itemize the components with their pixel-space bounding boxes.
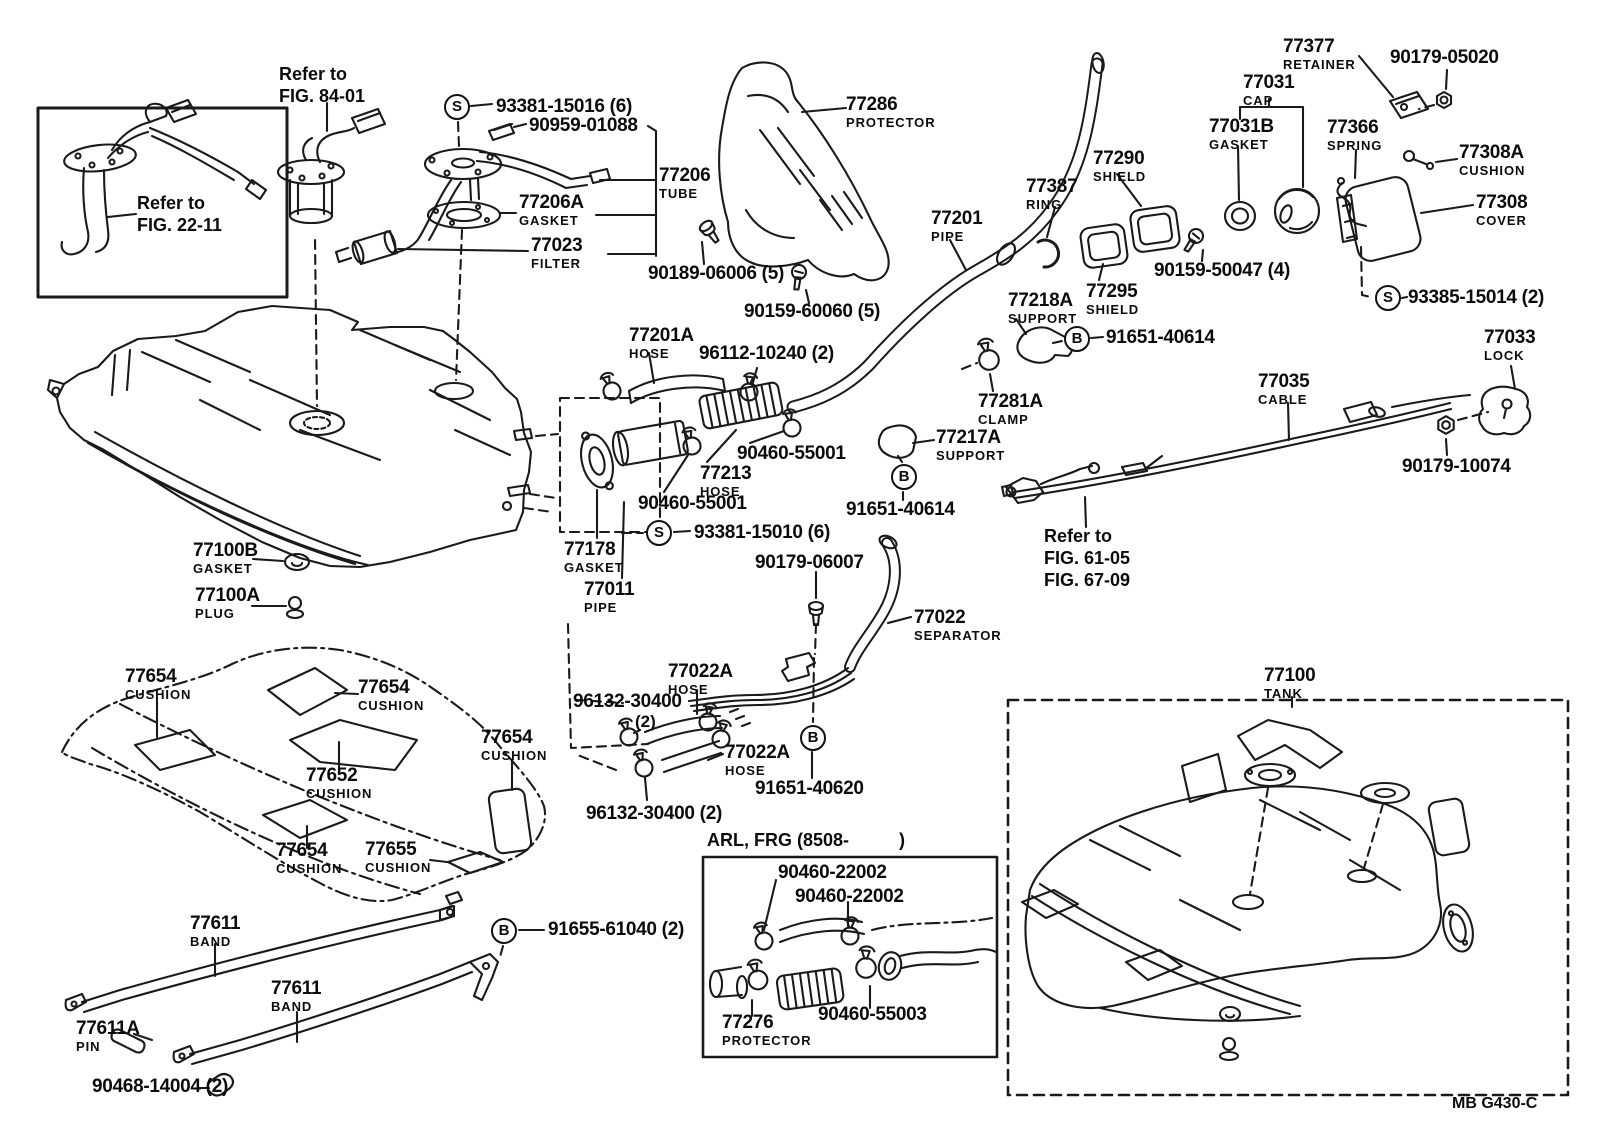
label-90468-14004: 90468-14004 (2) — [92, 1076, 228, 1097]
arl-frg-header: ARL, FRG (8508- ) — [707, 830, 906, 850]
breather-hoses-art — [568, 624, 736, 800]
label-91651-40614-b: 91651-40614 — [846, 499, 955, 520]
fastener-badge-b-91651-40614-2: B — [891, 464, 917, 490]
label-93385-15014: 93385-15014 (2) — [1408, 287, 1544, 308]
arl-inset-art — [703, 857, 997, 1057]
filler-pipe-art — [793, 52, 1207, 407]
cushion-panel-art — [62, 648, 545, 901]
label-93381-15016: 93381-15016 (6) — [496, 96, 632, 117]
fuel-filter-art — [336, 104, 656, 380]
footer-code: MB G430-C — [1452, 1095, 1538, 1112]
label-90159-60060: 90159-60060 (5) — [744, 301, 880, 322]
fuel-pump-art — [278, 103, 385, 406]
label-96132-30400-a: 96132-30400(2) — [573, 691, 682, 732]
label-90179-05020: 90179-05020 — [1390, 47, 1499, 68]
tank-inset-art — [1008, 697, 1568, 1095]
fastener-badge-s-93381-15016: S — [444, 94, 470, 120]
fuel-tank-upper-art — [48, 306, 558, 618]
label-90460-55001-b: 90460-55001 — [638, 493, 747, 514]
label-90179-10074: 90179-10074 — [1402, 456, 1511, 477]
tank-bands-art — [66, 892, 544, 1096]
label-90460-22002-a: 90460-22002 — [778, 862, 887, 883]
fastener-badge-b-91655-61040: B — [491, 918, 517, 944]
label-90460-55001-a: 90460-55001 — [737, 443, 846, 464]
hose-bellows-art — [560, 353, 803, 578]
label-96112-10240: 96112-10240 (2) — [699, 343, 834, 364]
lock-cable-art — [1002, 366, 1530, 527]
pipe-supports-art — [879, 319, 1103, 500]
filler-cap-cover-art — [1225, 56, 1473, 298]
label-90959-01088: 90959-01088 — [529, 115, 638, 136]
label-90159-50047: 90159-50047 (4) — [1154, 260, 1290, 281]
label-91655-61040: 91655-61040 (2) — [548, 919, 684, 940]
label-90179-06007: 90179-06007 — [755, 552, 864, 573]
label-90189-06006: 90189-06006 (5) — [648, 263, 784, 284]
label-96132-30400-b: 96132-30400 (2) — [586, 803, 722, 824]
label-91651-40614-a: 91651-40614 — [1106, 327, 1215, 348]
label-91651-40620: 91651-40620 — [755, 778, 864, 799]
fastener-badge-s-93385-15014: S — [1375, 285, 1401, 311]
fastener-badge-b-91651-40614: B — [1064, 326, 1090, 352]
label-93381-15010: 93381-15010 (6) — [694, 522, 830, 543]
label-90460-22002-b: 90460-22002 — [795, 886, 904, 907]
protector-77286-art — [696, 62, 889, 303]
fastener-badge-b-91651-40620: B — [800, 725, 826, 751]
fastener-badge-s-93381-15010: S — [646, 520, 672, 546]
sender-ref-box — [38, 100, 287, 297]
label-90460-55003: 90460-55003 — [818, 1004, 927, 1025]
